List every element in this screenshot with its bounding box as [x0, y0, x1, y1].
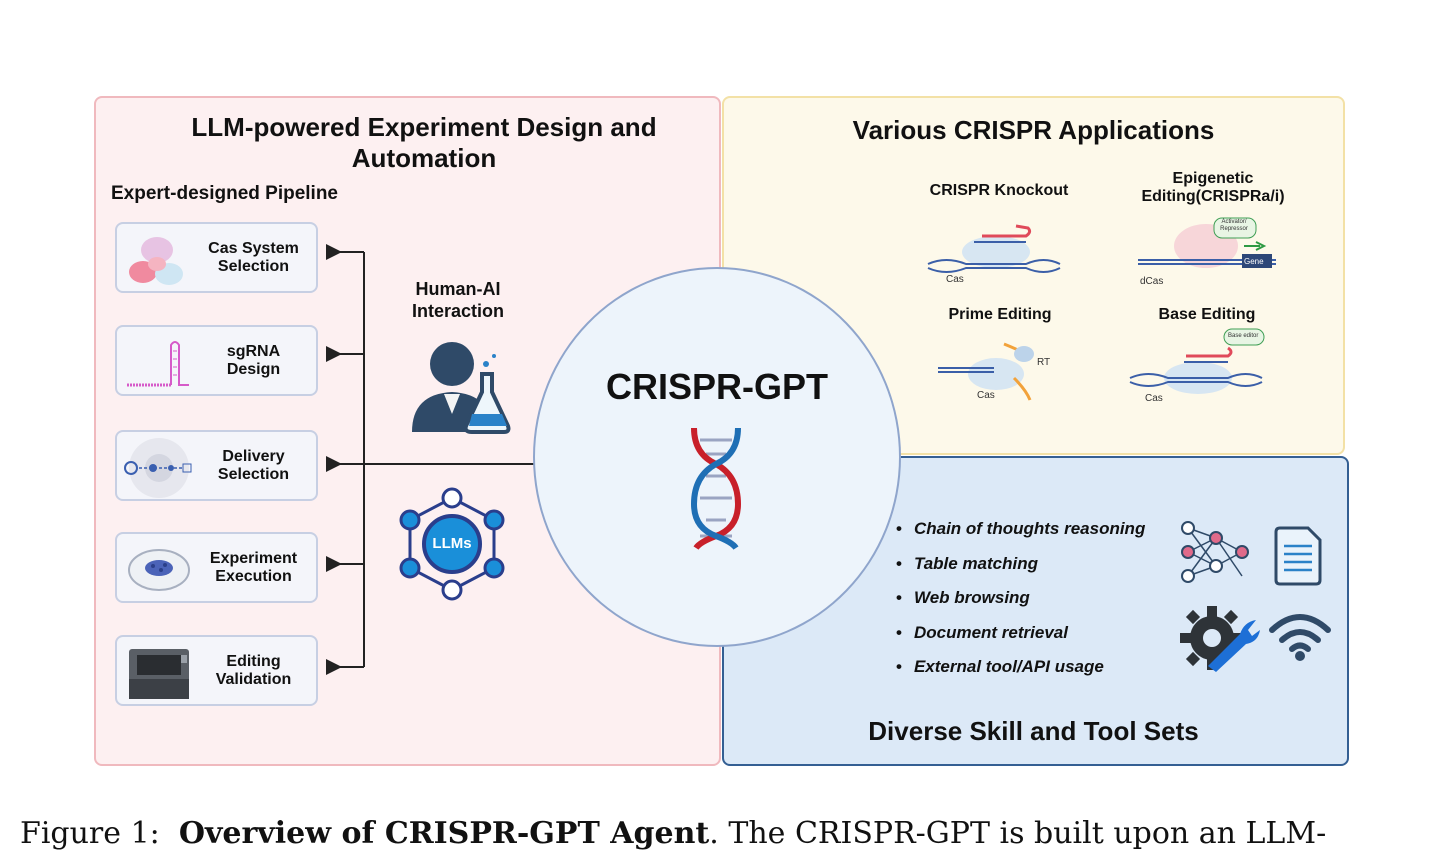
cas-protein-icon: [129, 237, 183, 285]
skill-list: Chain of thoughts reasoning Table matchi…: [896, 516, 1145, 689]
base-editing-diagram: [1129, 328, 1265, 394]
figure-caption: Figure 1: Overview of CRISPR-GPT Agent. …: [20, 816, 1326, 851]
skill-item: External tool/API usage: [896, 654, 1145, 689]
rt-label: RT: [1037, 357, 1051, 368]
sequencer-icon: [129, 649, 189, 699]
left-panel-title: LLM-powered Experiment Design and Automa…: [191, 112, 657, 173]
epigenetic-diagram: [1138, 217, 1276, 268]
activator-tag: Activator/Repressor: [1220, 219, 1248, 232]
cas-label-prime: Cas: [977, 390, 995, 401]
caption-bold: Overview of CRISPR-GPT Agent: [178, 816, 710, 851]
document-icon: [1274, 526, 1322, 586]
wifi-icon: [1269, 614, 1331, 661]
skill-item: Web browsing: [896, 585, 1145, 620]
dcas-label: dCas: [1140, 276, 1164, 287]
delivery-icon: [124, 438, 192, 498]
cas-label-knockout: Cas: [946, 274, 964, 285]
petri-dish-icon: [128, 549, 190, 591]
prime-editing-diagram: [938, 342, 1034, 401]
gear-wrench-icon: [1180, 606, 1260, 672]
pipeline-connectors: [326, 244, 535, 675]
sgrna-icon: [127, 341, 189, 387]
skill-item: Document retrieval: [896, 620, 1145, 655]
llms-label: LLMs: [432, 535, 472, 552]
llms-network-icon: [399, 487, 505, 601]
gene-tag: Gene: [1244, 257, 1264, 266]
caption-rest: . The CRISPR-GPT is built upon an LLM-: [709, 816, 1327, 851]
dna-helix-icon: [690, 427, 742, 550]
cas-label-base: Cas: [1145, 393, 1163, 404]
caption-prefix: Figure 1:: [20, 816, 160, 851]
app-label-prime: Prime Editing: [948, 306, 1052, 323]
crispr-gpt-core: [533, 267, 901, 647]
knockout-diagram: [927, 224, 1061, 273]
scientist-icon: [412, 342, 511, 434]
skill-item: Table matching: [896, 551, 1145, 586]
applications-title: Various CRISPR Applications: [852, 115, 1215, 145]
app-label-knockout: CRISPR Knockout: [929, 182, 1069, 199]
neural-network-icon: [1181, 521, 1249, 583]
base-editor-tag: Base editor: [1228, 333, 1259, 339]
pipeline-label: Expert-designed Pipeline: [111, 183, 338, 204]
skills-title: Diverse Skill and Tool Sets: [868, 716, 1199, 746]
crispr-gpt-title: CRISPR-GPT: [605, 366, 828, 407]
app-label-base: Base Editing: [1158, 306, 1256, 323]
skill-item: Chain of thoughts reasoning: [896, 516, 1145, 551]
